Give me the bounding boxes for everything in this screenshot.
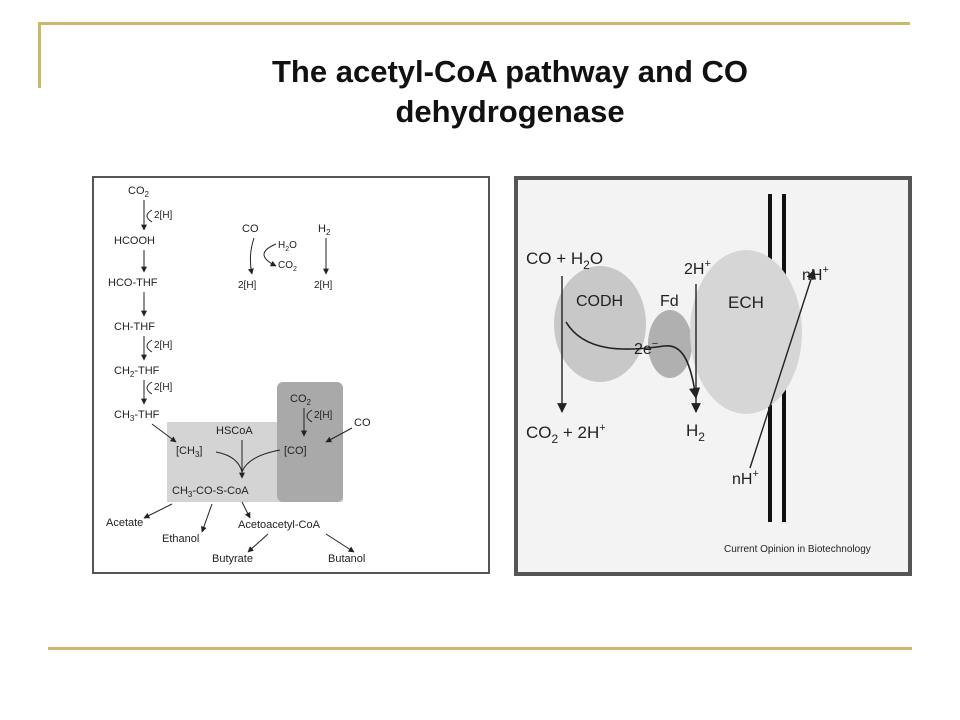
codh-label: CODH xyxy=(576,293,623,310)
proton-in-label: nH+ xyxy=(732,468,759,488)
carbonyl-group-label: [CO] xyxy=(284,445,307,457)
ch2-thf-label: CH2-THF xyxy=(114,365,160,379)
h2-product-label: H2 xyxy=(686,421,705,444)
top-horizontal-rule xyxy=(38,22,910,25)
reductant-from-co-label: 2[H] xyxy=(238,280,257,291)
butanol-label: Butanol xyxy=(328,553,365,565)
title-line-1: The acetyl-CoA pathway and CO xyxy=(272,54,748,89)
reductant-label-4: 2[H] xyxy=(314,410,333,421)
ech-hydrogenase xyxy=(690,250,802,414)
reductant-label-3: 2[H] xyxy=(154,382,173,393)
two-protons-label: 2H+ xyxy=(684,258,711,278)
merge-curve-methyl xyxy=(215,451,243,473)
methyl-group-label: [CH3] xyxy=(176,445,202,459)
top-left-vertical-rule xyxy=(38,22,41,88)
acetate-label: Acetate xyxy=(106,517,143,529)
ech-label: ECH xyxy=(728,293,764,312)
title-line-2: dehydrogenase xyxy=(395,94,625,129)
acetyl-coa-label: CH3-CO-S-CoA xyxy=(172,485,249,499)
acetoacetyl-coa-label: Acetoacetyl-CoA xyxy=(238,519,321,531)
codh-ech-diagram: CO + H2O CODH Fd ECH 2H+ 2e− nH+ CO2 + 2… xyxy=(514,176,912,576)
reductant-curve-4 xyxy=(306,409,313,423)
arrow-to-acetate xyxy=(143,503,173,519)
arrow-to-butyrate xyxy=(247,533,269,553)
reductant-curve-3 xyxy=(146,381,153,395)
ferredoxin xyxy=(648,310,692,378)
h2o-label: H2O xyxy=(278,240,297,253)
arrow-ch3-thf-to-methyl xyxy=(151,423,177,443)
reductant-curve-2 xyxy=(146,339,153,353)
co-substrate-label: CO xyxy=(242,223,259,235)
arrow-to-ethanol xyxy=(200,503,213,533)
acetyl-coa-pathway-diagram: CO2 2[H] HCOOH HCO-THF CH-THF 2[H] CH2-T… xyxy=(92,176,490,574)
two-electrons-label: 2e− xyxy=(634,338,658,358)
h2-substrate-label: H2 xyxy=(318,223,331,237)
left-panel-frame xyxy=(92,176,490,574)
credit-label: Current Opinion in Biotechnology xyxy=(724,544,871,555)
curve-h2o-co2 xyxy=(263,243,277,267)
co-external-label: CO xyxy=(354,417,371,429)
arrow-to-butanol xyxy=(325,533,355,553)
co2-start-label: CO2 xyxy=(128,185,150,199)
hcooh-label: HCOOH xyxy=(114,235,155,247)
codh-enzyme xyxy=(554,266,646,382)
merge-curve-carbonyl xyxy=(241,449,281,473)
reductant-from-h2-label: 2[H] xyxy=(314,280,333,291)
co2-product-label: CO2 xyxy=(278,260,297,273)
reductant-label-1: 2[H] xyxy=(154,210,173,221)
fd-label: Fd xyxy=(660,293,679,310)
co-h2o-substrate-label: CO + H2O xyxy=(526,249,603,272)
ch3-thf-label: CH3-THF xyxy=(114,409,160,423)
proton-translocation-arrow xyxy=(749,269,816,469)
slide-title: The acetyl-CoA pathway and CO dehydrogen… xyxy=(160,52,860,132)
ethanol-label: Ethanol xyxy=(162,533,199,545)
co2-protons-product-label: CO2 + 2H+ xyxy=(526,422,606,446)
arrow-to-acetoacetyl-coa xyxy=(241,501,251,519)
reductant-curve-1 xyxy=(146,209,153,223)
reductant-label-2: 2[H] xyxy=(154,340,173,351)
ch-thf-label: CH-THF xyxy=(114,321,155,333)
arrow-co-to-2h xyxy=(247,237,255,275)
arrow-co-into-box xyxy=(325,427,353,443)
electron-flow-arrow xyxy=(565,321,701,400)
hscoa-label: HSCoA xyxy=(216,425,253,437)
butyrate-label: Butyrate xyxy=(212,553,253,565)
hco-thf-label: HCO-THF xyxy=(108,277,158,289)
bottom-horizontal-rule xyxy=(48,647,912,650)
carbonyl-branch-box xyxy=(277,382,343,502)
dark-box-co2-label: CO2 xyxy=(290,393,312,407)
